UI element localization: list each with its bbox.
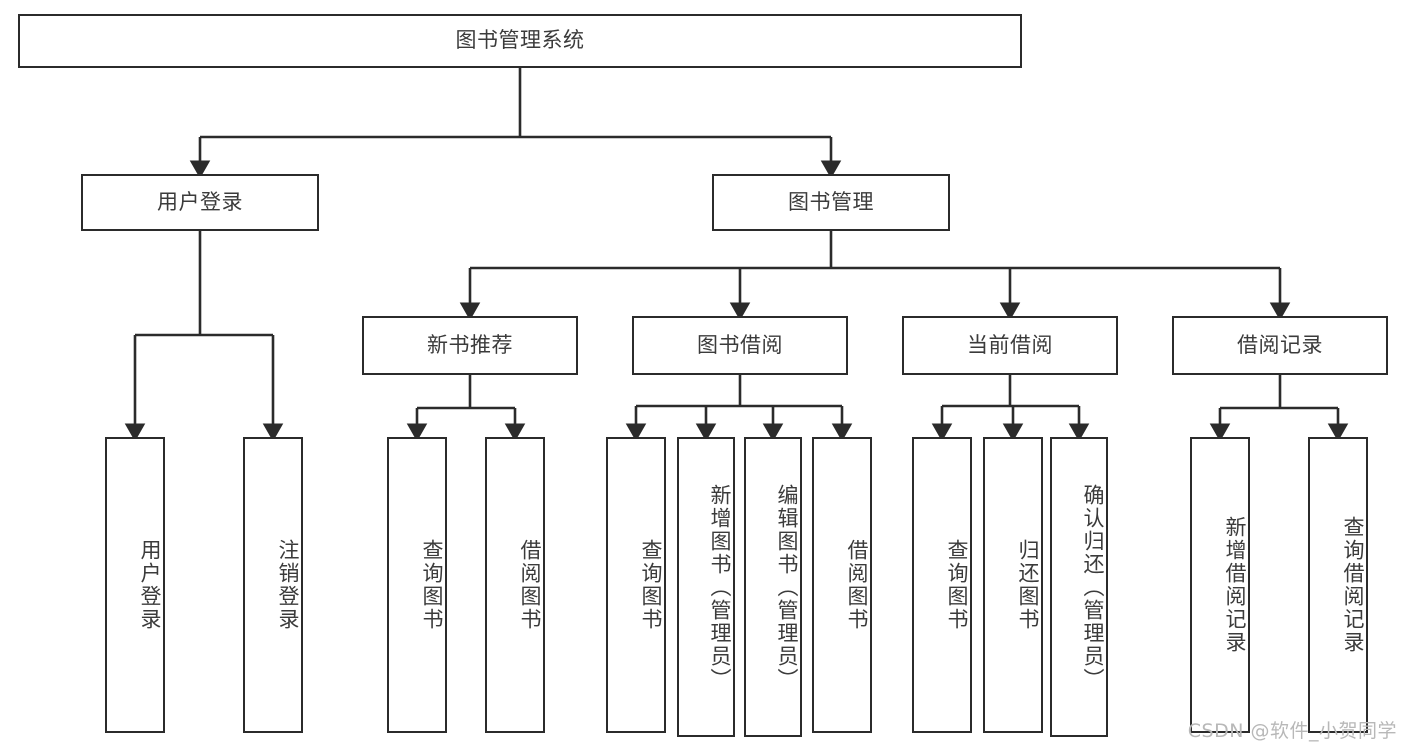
node-label: 图书管理 [788, 189, 874, 214]
node-leaf-borrow-book[interactable]: 借阅图书 [812, 437, 872, 733]
node-leaf-user-login[interactable]: 用户登录 [105, 437, 165, 733]
node-leaf-edit-book[interactable]: 编辑图书（管理员） [744, 437, 802, 737]
node-label: 查询图书 [420, 539, 444, 631]
node-label: 借阅图书 [845, 539, 869, 631]
node-label: 新书推荐 [427, 332, 513, 357]
node-book-manage[interactable]: 图书管理 [712, 174, 950, 231]
watermark-text: CSDN @软件_小贺同学 [1187, 720, 1397, 742]
node-label: 查询图书 [945, 539, 969, 631]
node-label: 归还图书 [1016, 539, 1040, 631]
node-borrow-record[interactable]: 借阅记录 [1172, 316, 1388, 375]
node-label: 当前借阅 [967, 332, 1053, 357]
node-label: 查询图书 [639, 539, 663, 631]
node-current-borrow[interactable]: 当前借阅 [902, 316, 1118, 375]
node-leaf-add-borrow-record[interactable]: 新增借阅记录 [1190, 437, 1250, 733]
node-label: 查询借阅记录 [1341, 516, 1365, 654]
node-leaf-user-logout[interactable]: 注销登录 [243, 437, 303, 733]
node-leaf-return-book[interactable]: 归还图书 [983, 437, 1043, 733]
node-label: 确认归还（管理员） [1081, 483, 1105, 691]
node-label: 新增图书（管理员） [708, 483, 732, 691]
node-leaf-query-book-borrow[interactable]: 查询图书 [606, 437, 666, 733]
node-label: 图书管理系统 [455, 28, 585, 53]
node-leaf-query-book-recommend[interactable]: 查询图书 [387, 437, 447, 733]
node-book-borrow[interactable]: 图书借阅 [632, 316, 848, 375]
node-label: 注销登录 [276, 539, 300, 631]
node-leaf-add-book[interactable]: 新增图书（管理员） [677, 437, 735, 737]
node-label: 编辑图书（管理员） [775, 483, 799, 691]
node-new-book-recommend[interactable]: 新书推荐 [362, 316, 578, 375]
node-label: 用户登录 [138, 539, 162, 631]
node-leaf-query-borrow-record[interactable]: 查询借阅记录 [1308, 437, 1368, 733]
node-label: 图书借阅 [697, 332, 783, 357]
node-leaf-borrow-book-recommend[interactable]: 借阅图书 [485, 437, 545, 733]
node-user-login[interactable]: 用户登录 [81, 174, 319, 231]
node-label: 借阅记录 [1237, 332, 1323, 357]
node-root-system[interactable]: 图书管理系统 [18, 14, 1022, 68]
node-label: 借阅图书 [518, 539, 542, 631]
node-leaf-query-book-current[interactable]: 查询图书 [912, 437, 972, 733]
node-label: 用户登录 [157, 189, 243, 214]
node-leaf-confirm-return[interactable]: 确认归还（管理员） [1050, 437, 1108, 737]
node-label: 新增借阅记录 [1223, 516, 1247, 654]
